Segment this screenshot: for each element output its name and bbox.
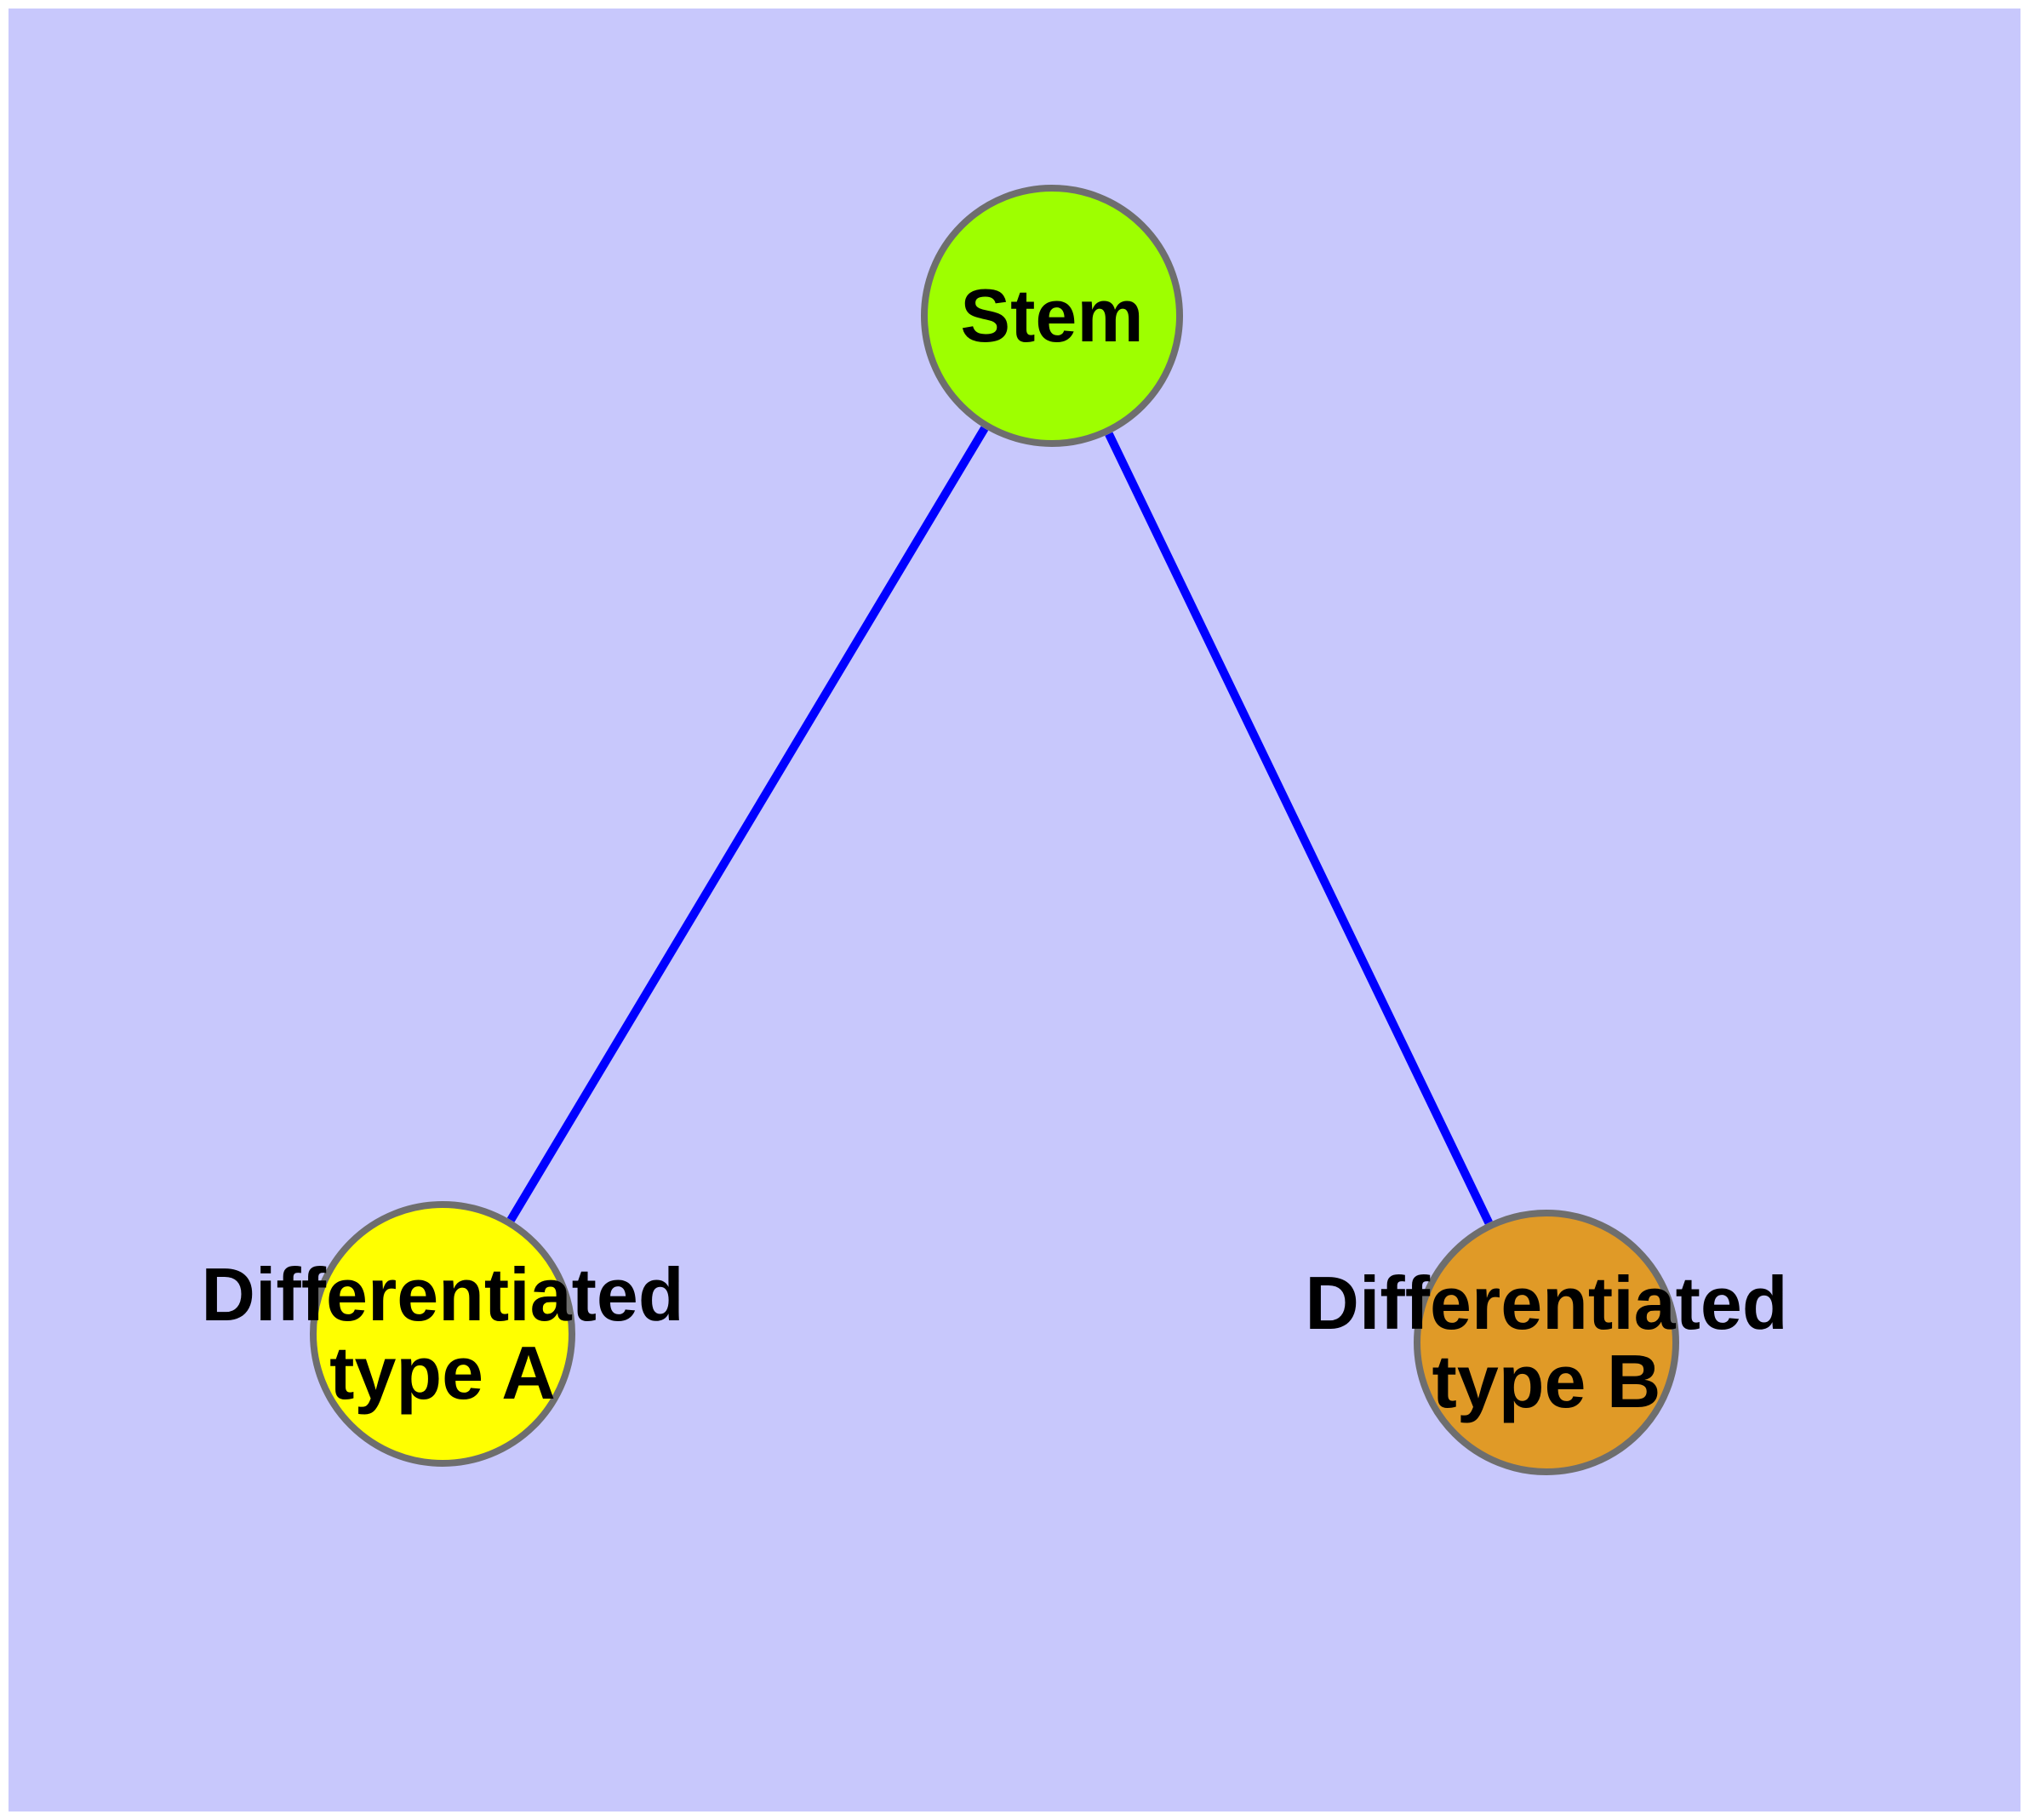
edges-group (506, 426, 1493, 1225)
node-label-line: Differentiated (1305, 1261, 1787, 1345)
node-circle-differentiated-type-b[interactable] (1414, 1210, 1679, 1475)
node-circle-stem[interactable] (921, 185, 1183, 447)
node-label-line: Differentiated (201, 1252, 683, 1336)
node-differentiated-type-a[interactable] (310, 1201, 575, 1467)
nodes-group (310, 185, 1679, 1475)
node-stem[interactable] (921, 185, 1183, 447)
node-differentiated-type-b[interactable] (1414, 1210, 1679, 1475)
node-label-line: type B (1432, 1339, 1661, 1423)
node-label-stem: Stem (960, 273, 1143, 358)
edge-stem-to-differentiated-type-a[interactable] (506, 426, 989, 1222)
edge-stem-to-differentiated-type-b[interactable] (1105, 432, 1493, 1225)
node-label-line: Stem (960, 273, 1143, 358)
node-circle-differentiated-type-a[interactable] (310, 1201, 575, 1467)
node-label-line: type A (329, 1331, 556, 1415)
